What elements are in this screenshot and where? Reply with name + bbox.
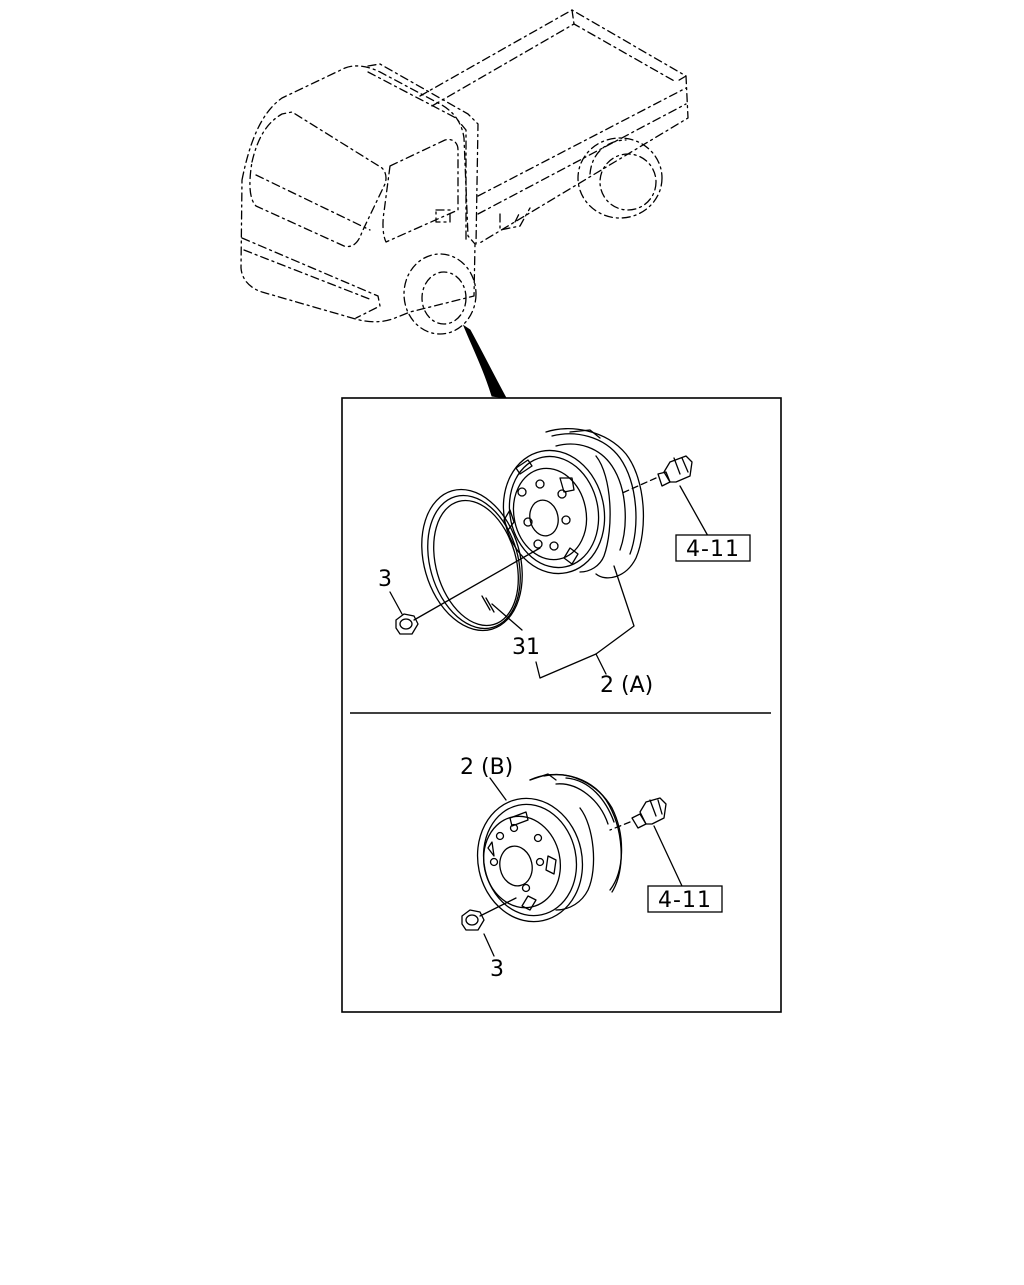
callout-nut-b: 3 — [490, 957, 504, 982]
lock-ring — [421, 488, 523, 632]
truck-illustration — [240, 9, 689, 335]
callout-wheel-b: 2 (B) — [460, 755, 513, 780]
callout-wheel-a: 2 (A) — [600, 673, 653, 698]
wheel-a-assembly — [502, 428, 644, 579]
ref-box-a-text: 4-11 — [686, 537, 740, 562]
callout-nut-a: 3 — [378, 567, 392, 592]
ref-box-b — [647, 885, 723, 913]
leader-wheel-b — [489, 777, 507, 801]
leader-wheel-a — [535, 565, 635, 679]
pointer-arrow — [462, 324, 507, 399]
leader-ring — [491, 603, 523, 631]
leader-ref-a — [679, 485, 709, 537]
leader-nut-a — [389, 591, 403, 615]
hub-bolt-a — [619, 455, 693, 495]
callout-ring: 31 — [512, 635, 540, 660]
wheel-nut-a — [395, 547, 541, 635]
leader-ref-b — [653, 825, 683, 887]
ref-box-b-text: 4-11 — [658, 888, 712, 913]
leader-nut-b — [483, 933, 495, 957]
hub-bolt-b — [609, 797, 667, 831]
ref-box-a — [675, 534, 751, 562]
detail-frame — [341, 397, 782, 1013]
wheel-b-assembly — [476, 773, 623, 923]
wheel-nut-b — [461, 897, 517, 931]
